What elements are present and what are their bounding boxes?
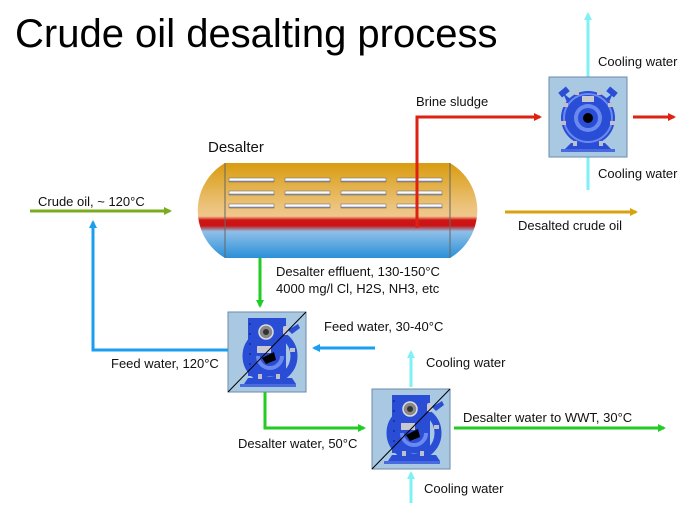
feed-exchanger <box>228 312 306 392</box>
feed-water-out-line <box>89 220 228 352</box>
electrode-plates <box>228 177 443 209</box>
cooling-water-top-in-label: Cooling water <box>598 166 678 181</box>
cooling-water-bottom-out-label: Cooling water <box>426 355 506 370</box>
effluent-cooler-icon <box>372 389 450 469</box>
page-title: Crude oil desalting process <box>15 12 498 56</box>
desalted-crude-label: Desalted crude oil <box>518 218 623 233</box>
crude-oil-label: Crude oil, ~ 120°C <box>38 194 145 209</box>
feed-water-out-label: Feed water, 120°C <box>111 356 219 371</box>
feed-exchanger-icon <box>228 312 306 392</box>
desalter-label: Desalter <box>208 139 264 156</box>
brine-cooler-icon <box>548 76 628 158</box>
cooling-water-top-out-label: Cooling water <box>598 54 678 69</box>
desalter-water-line <box>263 392 366 432</box>
desalter-water-wwt-label: Desalter water to WWT, 30°C <box>463 410 633 425</box>
brine-sludge-label: Brine sludge <box>416 94 489 109</box>
desalter-vessel <box>197 163 478 258</box>
cooling-water-bottom-in-label: Cooling water <box>424 481 504 496</box>
feed-water-in-label: Feed water, 30-40°C <box>324 319 444 334</box>
effluent-label-line1: Desalter effluent, 130-150°C <box>276 264 440 279</box>
desalter-water-label: Desalter water, 50°C <box>238 436 358 451</box>
effluent-label-line2: 4000 mg/l Cl, H2S, NH3, etc <box>276 281 440 296</box>
brine-sludge-line <box>415 113 542 228</box>
